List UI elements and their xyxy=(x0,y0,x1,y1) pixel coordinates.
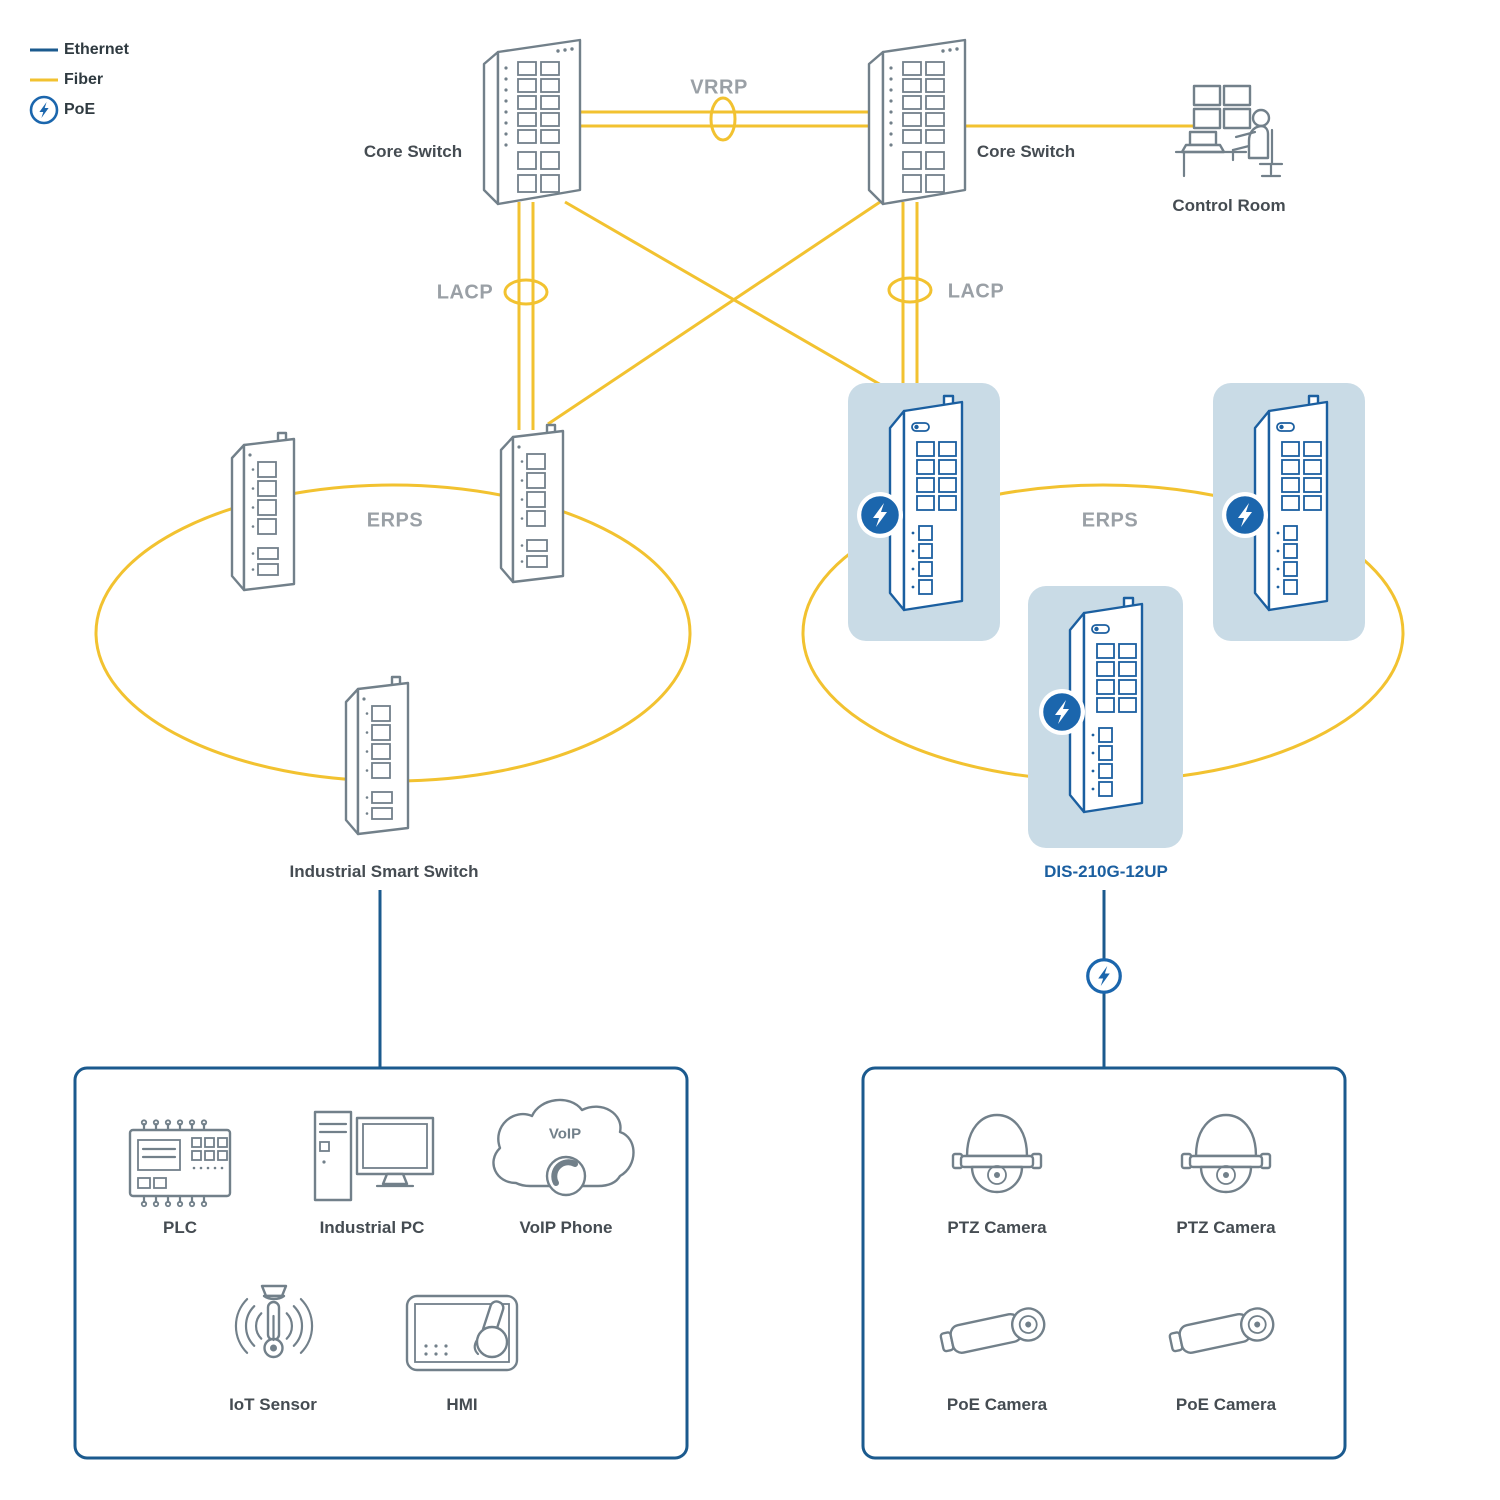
poe-badge-icon-3 xyxy=(1037,687,1087,737)
erps-right-label: ERPS xyxy=(1081,509,1139,532)
core-switch-left-icon xyxy=(482,38,582,206)
voip-phone-icon xyxy=(492,1098,635,1197)
core-switch-right-icon xyxy=(867,38,967,206)
erps-left-label: ERPS xyxy=(366,509,424,532)
vrrp-bundle-ellipse xyxy=(709,96,737,142)
industrial-smart-switch-label: Industrial Smart Switch xyxy=(289,862,479,881)
dis-switch-icon-2 xyxy=(1253,394,1329,612)
control-room-label: Control Room xyxy=(1172,196,1286,215)
hmi-label: HMI xyxy=(446,1395,478,1414)
vrrp-label: VRRP xyxy=(690,76,748,99)
poe-badge-icon-2 xyxy=(1220,490,1270,540)
dis-model-label: DIS-210G-12UP xyxy=(1044,862,1168,881)
core-switch-right-label: Core Switch xyxy=(976,142,1076,161)
industrial-switch-icon-2 xyxy=(499,423,565,584)
poe-camera-label-2: PoE Camera xyxy=(1175,1395,1277,1414)
core-switch-left-label: Core Switch xyxy=(363,142,463,161)
dis-switch-icon-1 xyxy=(888,394,964,612)
poe-camera-label-1: PoE Camera xyxy=(946,1395,1048,1414)
plc-label: PLC xyxy=(163,1218,197,1237)
legend xyxy=(29,48,59,125)
industrial-pc-label: Industrial PC xyxy=(319,1218,425,1237)
voip-phone-label: VoIP Phone xyxy=(519,1218,613,1237)
ptz-camera-label-2: PTZ Camera xyxy=(1176,1218,1276,1237)
industrial-switch-icon-1 xyxy=(230,431,296,592)
lacp-right-label: LACP xyxy=(947,280,1005,303)
poe-badge-icon-1 xyxy=(855,490,905,540)
poe-legend-icon xyxy=(29,95,59,125)
control-room-icon xyxy=(1174,84,1284,178)
hmi-icon xyxy=(405,1294,519,1372)
plc-icon xyxy=(128,1119,232,1208)
legend-label-ethernet: Ethernet xyxy=(64,41,129,58)
voip-cloud-text: VoIP xyxy=(548,1125,582,1143)
lacp-left-bundle-ellipse xyxy=(503,278,549,306)
legend-label-poe: PoE xyxy=(64,101,96,118)
ethernet-links xyxy=(378,890,1106,1068)
poe-line-badge-icon xyxy=(1086,958,1122,994)
industrial-switch-icon-3 xyxy=(344,675,410,836)
industrial-pc-icon xyxy=(313,1110,435,1202)
iot-sensor-label: IoT Sensor xyxy=(229,1395,317,1414)
handset-icon xyxy=(551,1159,578,1186)
fiber-links xyxy=(94,96,1405,783)
ptz-camera-label-1: PTZ Camera xyxy=(947,1218,1047,1237)
iot-sensor-icon xyxy=(234,1284,314,1359)
pointing-hand-icon xyxy=(473,1300,509,1359)
lacp-left-label: LACP xyxy=(436,281,494,304)
legend-label-fiber: Fiber xyxy=(64,71,104,88)
lacp-right-bundle-ellipse xyxy=(887,276,933,304)
